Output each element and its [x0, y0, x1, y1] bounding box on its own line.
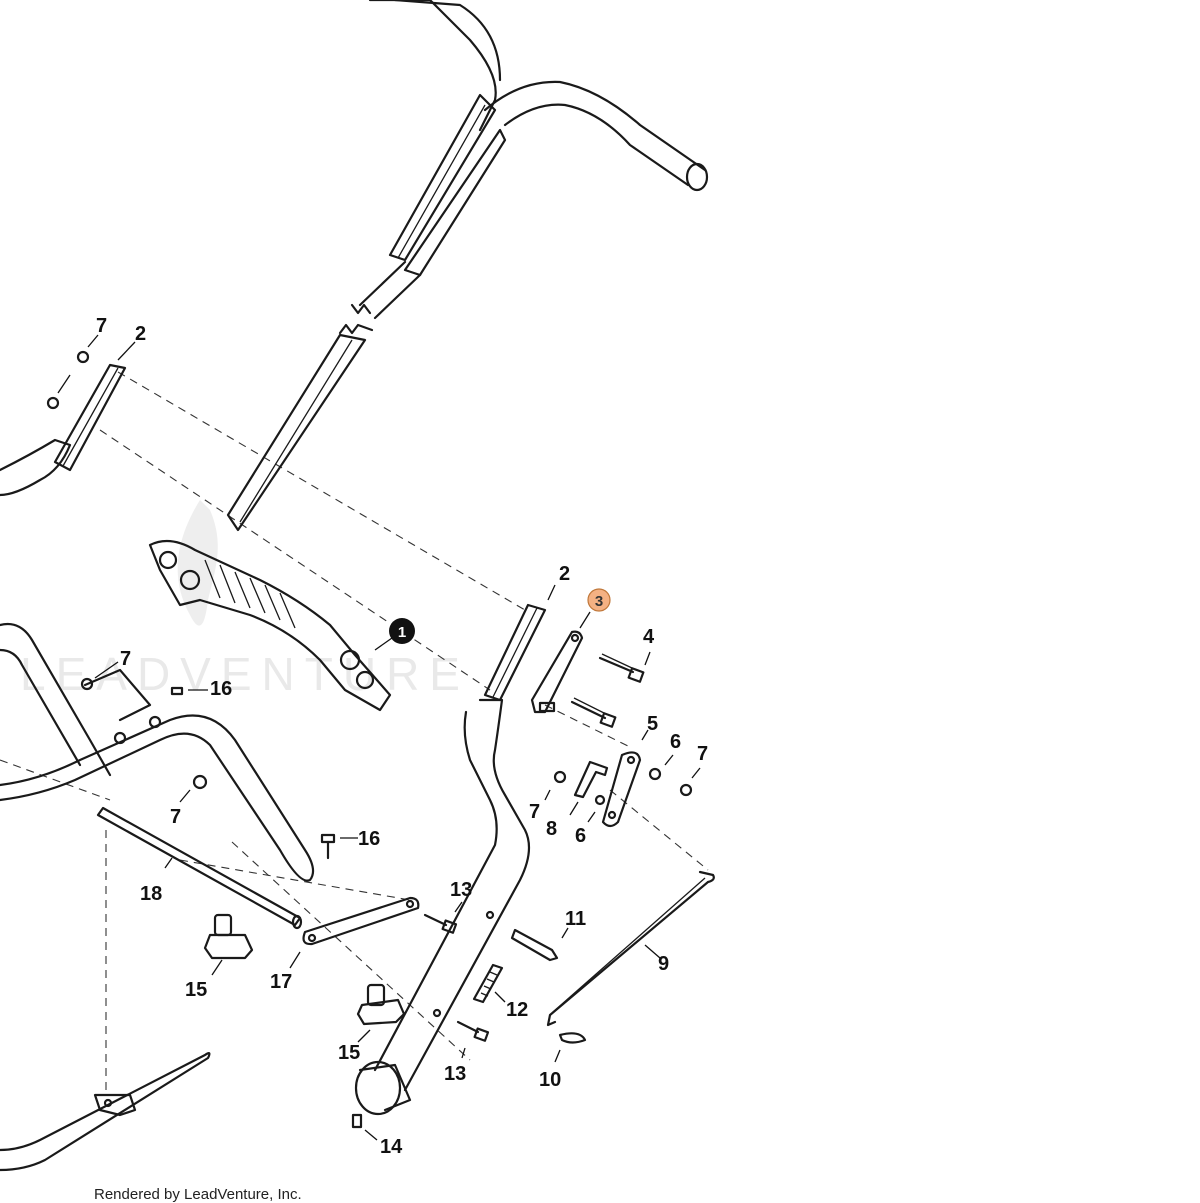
watermark-text: LEADVENTURE	[20, 648, 470, 700]
knob-right	[356, 983, 406, 1043]
link-plate	[289, 896, 420, 969]
callout-7b: 7	[120, 648, 131, 670]
credit-text: Rendered by LeadVenture, Inc.	[94, 1186, 302, 1203]
callout-7d: 7	[697, 743, 708, 765]
callout-16b: 16	[358, 828, 380, 850]
bolt-4a	[598, 651, 651, 683]
callout-15b: 15	[338, 1042, 360, 1064]
callout-4: 4	[643, 626, 655, 648]
bracket-8	[569, 760, 609, 816]
callout-7a: 7	[96, 315, 107, 337]
callout-7e: 7	[529, 801, 540, 823]
callout-11: 11	[565, 908, 586, 930]
knob-left	[203, 913, 254, 976]
clip-10	[554, 1032, 587, 1063]
callout-6b: 6	[575, 825, 586, 847]
plate-5	[601, 729, 649, 828]
callout-12: 12	[506, 999, 528, 1021]
shaft	[96, 806, 303, 930]
callout-15a: 15	[185, 979, 207, 1001]
callout-17: 17	[270, 971, 292, 993]
pin-11	[510, 927, 569, 962]
callouts: 7 2 1 7 16 7 2 3 4 5 6 7 7 8 6 16 18 13 …	[96, 315, 708, 1158]
small-hardware	[544, 754, 701, 823]
bolt-13b	[456, 1020, 490, 1059]
watermark: LEADVENTURE	[20, 500, 470, 700]
bolt-16b	[320, 833, 358, 860]
assembly-lines	[0, 371, 709, 1090]
callout-3: 3	[595, 593, 603, 610]
callout-14: 14	[380, 1136, 403, 1158]
bracket-3	[530, 611, 591, 714]
left-handle-upper	[0, 334, 136, 497]
bolt-13a	[423, 901, 463, 934]
spring-12	[472, 963, 506, 1004]
callout-3-badge: 3	[587, 588, 611, 612]
callout-8: 8	[546, 818, 557, 840]
callout-13b: 13	[444, 1063, 466, 1085]
callout-10: 10	[539, 1069, 561, 1091]
screw-14	[351, 1113, 378, 1141]
callout-2a: 2	[135, 323, 146, 345]
callout-1-badge: 1	[389, 618, 415, 644]
control-lever	[148, 539, 393, 712]
rod-9	[546, 870, 715, 1027]
callout-7c: 7	[170, 806, 181, 828]
callout-13a: 13	[450, 879, 472, 901]
callout-18: 18	[140, 883, 162, 905]
callout-9: 9	[658, 953, 669, 975]
callout-5: 5	[647, 713, 658, 735]
callout-16a: 16	[210, 678, 232, 700]
watermark-flame-icon	[177, 500, 218, 626]
callout-1: 1	[398, 624, 406, 641]
bolt-4b	[570, 697, 617, 728]
bottom-bar	[0, 1052, 211, 1172]
lower-handle-tube	[354, 584, 556, 1116]
callout-2b: 2	[559, 563, 570, 585]
upper-handle	[226, 0, 709, 532]
callout-6a: 6	[670, 731, 681, 753]
lower-frame-left	[0, 622, 315, 882]
